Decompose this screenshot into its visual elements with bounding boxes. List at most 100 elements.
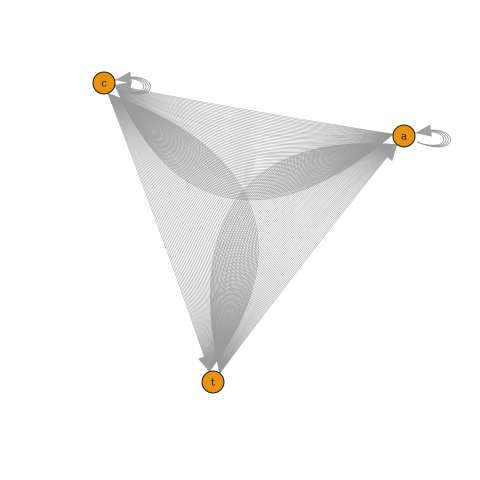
edge-curve: [218, 144, 398, 374]
edge-curve: [219, 144, 398, 374]
edge-curve: [114, 84, 394, 135]
edge-curve: [114, 84, 394, 142]
node-c[interactable]: c: [92, 71, 116, 95]
node-a-label: a: [401, 132, 407, 143]
edge-curve: [107, 93, 211, 372]
edge-curve: [107, 93, 210, 372]
edge-curve: [212, 143, 398, 374]
edges-layer: [107, 76, 451, 374]
edge-curve: [219, 144, 398, 374]
edge-bundle-t-to-a: [210, 143, 398, 374]
edge-curve: [210, 143, 398, 374]
edge-curve: [211, 143, 398, 374]
edge-curve: [219, 144, 398, 374]
edge-curve: [107, 93, 213, 372]
edge-curve: [107, 93, 210, 372]
edge-curve: [218, 144, 398, 374]
edge-curve: [107, 93, 210, 372]
edge-curve: [107, 93, 210, 372]
node-t-circle: [201, 370, 225, 394]
edge-curve: [219, 144, 398, 374]
edge-curve: [107, 93, 211, 372]
edge-curve: [219, 144, 398, 374]
edge-curve: [114, 84, 394, 139]
edge-curve: [219, 144, 398, 374]
arrowhead-c-self-loop: [115, 71, 132, 84]
edge-curve: [219, 144, 398, 374]
arrowhead-c-to-t: [198, 354, 210, 372]
edge-curve: [114, 84, 394, 135]
arrowheads-layer: [114, 71, 432, 372]
node-t-label: t: [211, 378, 215, 389]
edge-curve: [219, 144, 398, 374]
edge-curve: [219, 144, 398, 374]
edge-curve: [219, 144, 398, 374]
edge-curve: [219, 144, 398, 374]
node-a[interactable]: a: [392, 124, 416, 148]
edge-curve: [114, 84, 394, 135]
edge-curve: [107, 93, 212, 372]
edge-curve: [219, 144, 398, 374]
edge-curve: [114, 84, 394, 146]
edge-curve: [107, 93, 210, 372]
edge-curve: [217, 144, 398, 374]
edge-curve: [114, 84, 394, 149]
edge-curve: [107, 93, 211, 372]
edge-curve: [114, 84, 394, 135]
edge-curve: [107, 93, 210, 372]
edge-curve: [219, 144, 398, 374]
edge-curve: [219, 144, 398, 374]
edge-curve: [114, 84, 394, 147]
edge-curve: [107, 93, 210, 372]
edge-curve: [114, 84, 394, 143]
edge-curve: [107, 93, 210, 372]
edge-curve: [114, 84, 394, 180]
edge-curve: [107, 93, 213, 372]
edge-curve: [219, 144, 398, 374]
edge-curve: [219, 144, 398, 374]
edge-curve: [107, 93, 210, 372]
edge-curve: [219, 144, 398, 374]
edge-curve: [114, 84, 394, 136]
edge-curve: [114, 84, 394, 144]
nodes-layer: c a t: [92, 71, 416, 394]
edge-curve: [219, 144, 398, 374]
edge-curve: [219, 144, 398, 374]
edge-curve: [218, 144, 398, 374]
edge-curve: [219, 144, 398, 374]
edge-curve: [107, 93, 210, 372]
edge-curve: [107, 93, 210, 372]
node-c-circle: [92, 71, 116, 95]
edge-curve: [219, 144, 398, 374]
edge-curve: [219, 144, 398, 374]
edge-curve: [114, 84, 394, 140]
edge-curve: [219, 144, 398, 374]
edge-curve: [210, 143, 398, 374]
edge-curve: [107, 93, 210, 372]
edge-curve: [107, 93, 259, 372]
edge-curve: [107, 93, 210, 372]
edge-curve: [219, 144, 398, 374]
edge-curve: [219, 144, 398, 374]
edge-curve: [219, 144, 398, 374]
edge-curve: [114, 84, 394, 135]
edge-curve: [218, 144, 398, 374]
node-c-label: c: [101, 79, 107, 90]
edge-curve: [219, 144, 398, 374]
edge-curve: [107, 93, 210, 372]
edge-curve: [219, 144, 398, 374]
edge-curve: [114, 84, 394, 137]
edge-curve: [107, 93, 210, 372]
edge-curve: [219, 144, 398, 374]
node-a-circle: [392, 124, 416, 148]
edge-curve: [219, 144, 398, 374]
edge-curve: [219, 144, 398, 374]
edge-curve: [219, 144, 398, 374]
edge-curve: [219, 144, 398, 374]
node-t[interactable]: t: [201, 370, 225, 394]
edge-curve: [219, 144, 398, 374]
edge-curve: [107, 93, 249, 372]
edge-curve: [114, 84, 394, 135]
edge-curve: [107, 93, 210, 372]
